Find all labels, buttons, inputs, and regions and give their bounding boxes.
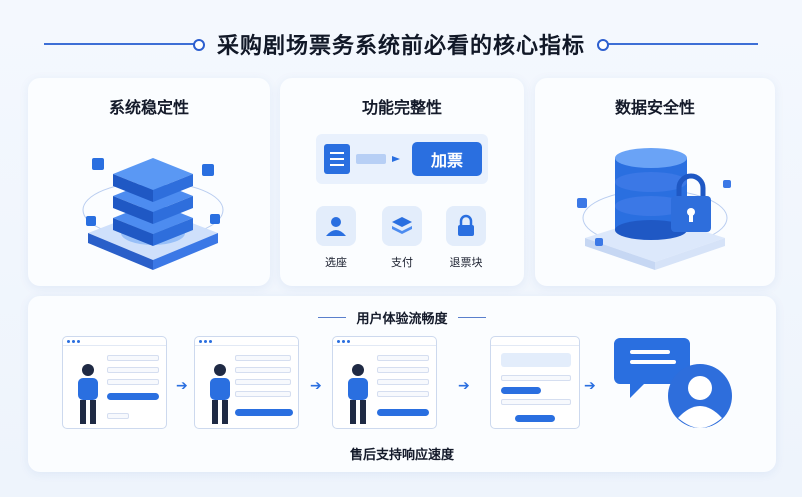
seat-user-icon bbox=[316, 206, 356, 246]
footer-support-speed: 售后支持响应速度 bbox=[349, 448, 454, 463]
card-title-features: 功能完整性 bbox=[361, 98, 442, 117]
flow-arrow-2: ➔ bbox=[310, 378, 322, 394]
page-title: 采购剧场票务系统前必看的核心指标 bbox=[216, 34, 585, 59]
server-stack-illustration bbox=[82, 158, 224, 270]
card-stability: 系统稳定性 bbox=[28, 78, 270, 286]
card-title-stability: 系统稳定性 bbox=[108, 98, 189, 117]
section-divider-left bbox=[318, 316, 347, 319]
section-divider-right bbox=[457, 316, 486, 319]
ticket-flow-panel: 加票 bbox=[316, 134, 488, 184]
title-row: 采购剧场票务系统前必看的核心指标 bbox=[0, 26, 802, 62]
layers-icon bbox=[382, 206, 422, 246]
flow-arrow-3: ➔ bbox=[458, 378, 470, 394]
person-illustration-3 bbox=[348, 364, 368, 424]
card-experience: 用户体验流畅度 ➔ ➔ ➔ ➔ bbox=[28, 296, 776, 472]
feature-label-refund: 退票块 bbox=[449, 256, 483, 269]
title-divider-right bbox=[597, 39, 758, 51]
section-title-experience: 用户体验流畅度 bbox=[356, 312, 448, 327]
person-illustration-1 bbox=[78, 364, 98, 424]
card-title-security: 数据安全性 bbox=[614, 98, 695, 117]
feature-label-seat: 选座 bbox=[325, 256, 347, 269]
database-lock-illustration bbox=[577, 148, 731, 270]
document-arrow-icon bbox=[324, 144, 400, 174]
flow-arrow-4: ➔ bbox=[584, 378, 596, 394]
person-illustration-2 bbox=[210, 364, 230, 424]
lock-icon bbox=[446, 206, 486, 246]
feature-label-pay: 支付 bbox=[391, 256, 413, 269]
title-divider-left bbox=[43, 39, 205, 51]
card-features: 功能完整性 加票 选座 支付 退票块 bbox=[280, 78, 524, 286]
card-security: 数据安全性 bbox=[535, 78, 775, 286]
ticket-button: 加票 bbox=[412, 142, 482, 176]
section-header-experience: 用户体验流畅度 bbox=[28, 308, 776, 327]
support-chat-illustration bbox=[614, 338, 732, 428]
flow-screen-4 bbox=[490, 336, 580, 429]
flow-arrow-1: ➔ bbox=[176, 378, 188, 394]
